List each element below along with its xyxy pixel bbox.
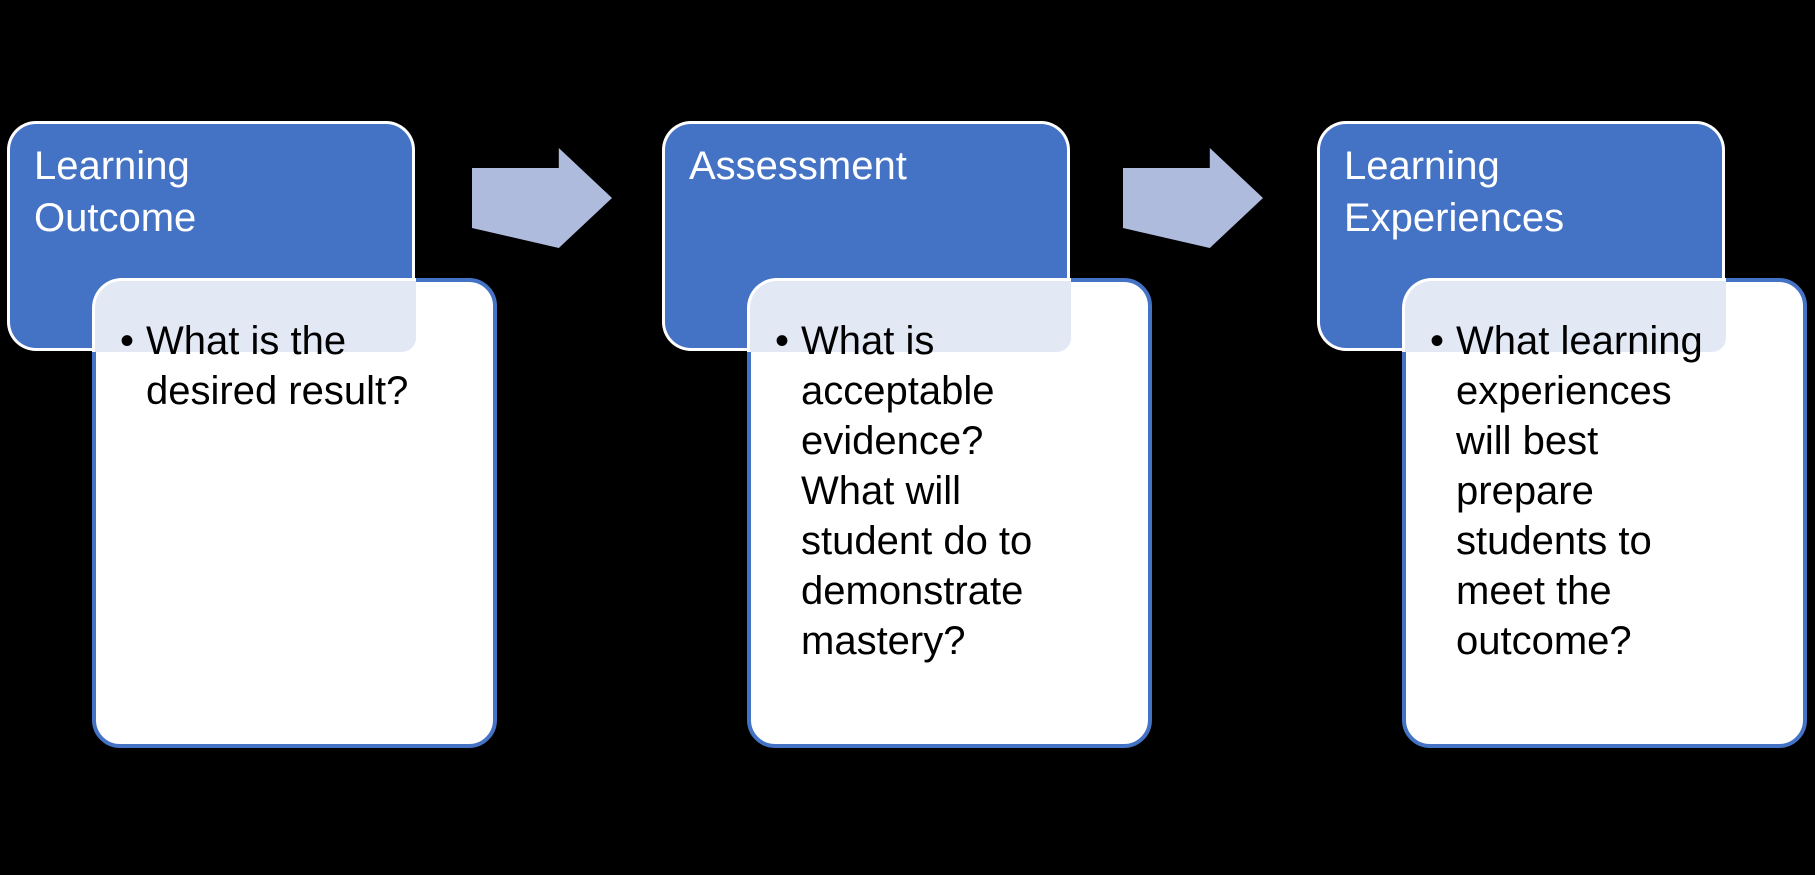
bullet-glyph: •: [120, 319, 135, 363]
card-overlap-tint: [1402, 278, 1726, 352]
bullet-text: What is the desired result?: [146, 319, 409, 413]
bullet-glyph: •: [1430, 319, 1445, 363]
flow-arrow-icon: [472, 148, 612, 248]
card-overlap-tint: [747, 278, 1071, 352]
detail-card-learning-experiences: • What learning experiences will best pr…: [1402, 278, 1807, 748]
bullet-glyph: •: [775, 319, 790, 363]
bullet-item: • What learning experiences will best pr…: [1406, 282, 1803, 666]
bullet-text: What is acceptable evidence? What will s…: [801, 319, 1033, 663]
stage-title: Learning Outcome: [34, 144, 197, 240]
detail-card-assessment: • What is acceptable evidence? What will…: [747, 278, 1152, 748]
bullet-item: • What is the desired result?: [96, 282, 493, 416]
stage-title: Learning Experiences: [1344, 144, 1565, 240]
flow-arrow-icon: [1123, 148, 1263, 248]
stage-title: Assessment: [689, 144, 907, 188]
bullet-item: • What is acceptable evidence? What will…: [751, 282, 1148, 666]
bullet-text: What learning experiences will best prep…: [1456, 319, 1703, 663]
card-overlap-tint: [92, 278, 416, 352]
detail-card-learning-outcome: • What is the desired result?: [92, 278, 497, 748]
